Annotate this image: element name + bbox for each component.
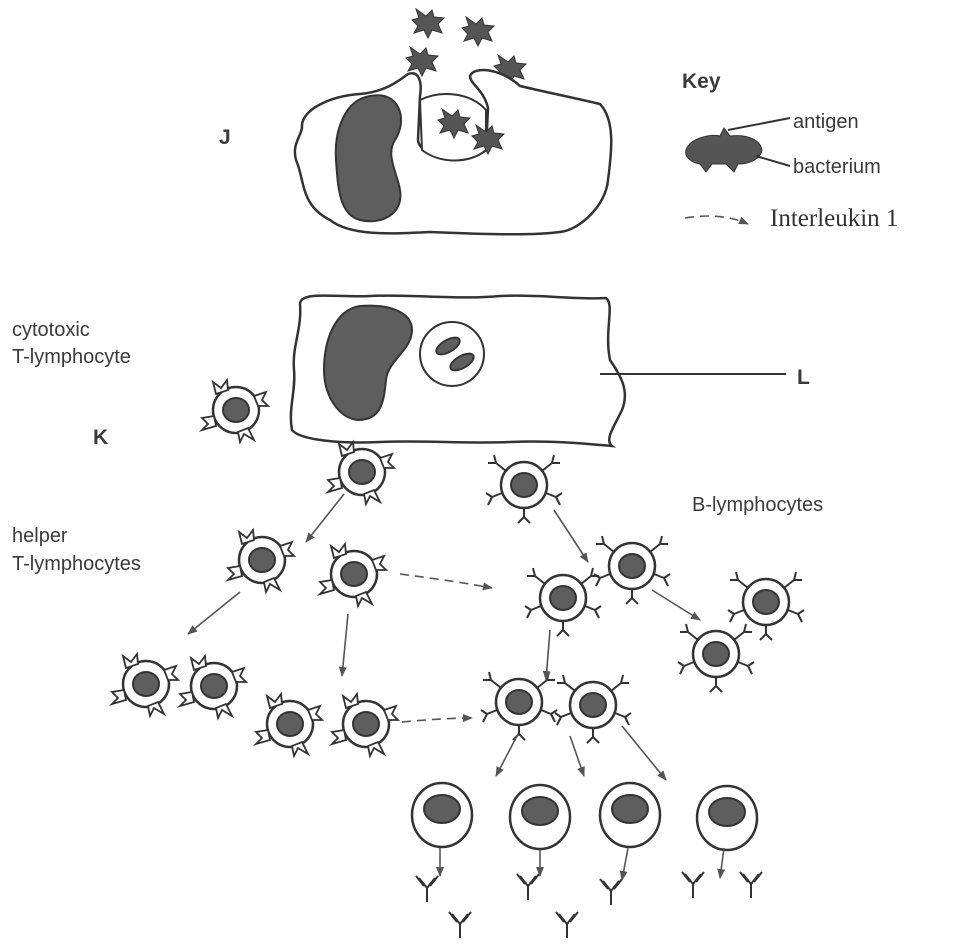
- b-lymphocyte: [481, 672, 557, 740]
- b-lymphocyte: [678, 624, 754, 692]
- b-lymphocyte: [486, 455, 562, 523]
- b-lymphocyte: [525, 568, 601, 636]
- antibody-icon: [556, 912, 578, 938]
- helper-t-lymphocyte: [328, 442, 394, 504]
- key-bacterium-leader-line: [756, 156, 790, 166]
- plasma-cell: [412, 783, 472, 847]
- interleukin-arrows: [400, 574, 492, 722]
- antigen-presenting-cell-l: [291, 296, 625, 447]
- helper-t-lymphocyte: [180, 656, 246, 718]
- bacterium-icon: [462, 17, 494, 46]
- helper-t-lymphocyte: [320, 544, 386, 606]
- macrophage-j: [295, 70, 611, 234]
- plasma-cell: [697, 786, 757, 850]
- antibody-icon: [449, 912, 471, 938]
- antibody-icon: [740, 872, 762, 898]
- antibody-icon: [416, 876, 438, 902]
- antibody-icon: [517, 874, 539, 900]
- b-lymphocyte: [728, 572, 804, 640]
- key-interleukin-arrow: [685, 216, 748, 224]
- bacterium-icon: [412, 9, 444, 38]
- bacterium-icon: [406, 47, 438, 76]
- antibody-icon: [682, 872, 704, 898]
- b-lymphocyte: [555, 675, 631, 743]
- helper-t-lymphocyte: [112, 654, 178, 716]
- helper-t-lymphocyte: [228, 530, 294, 592]
- helper-t-lymphocyte: [256, 694, 322, 756]
- key-bacterium-icon: [686, 128, 762, 172]
- cytotoxic-t-lymphocyte: [202, 380, 268, 442]
- plasma-cell: [510, 785, 570, 849]
- key-antigen-leader-line: [728, 118, 790, 130]
- plasma-cell: [600, 783, 660, 847]
- antibody-icon: [600, 879, 622, 905]
- helper-t-lymphocyte: [332, 694, 398, 756]
